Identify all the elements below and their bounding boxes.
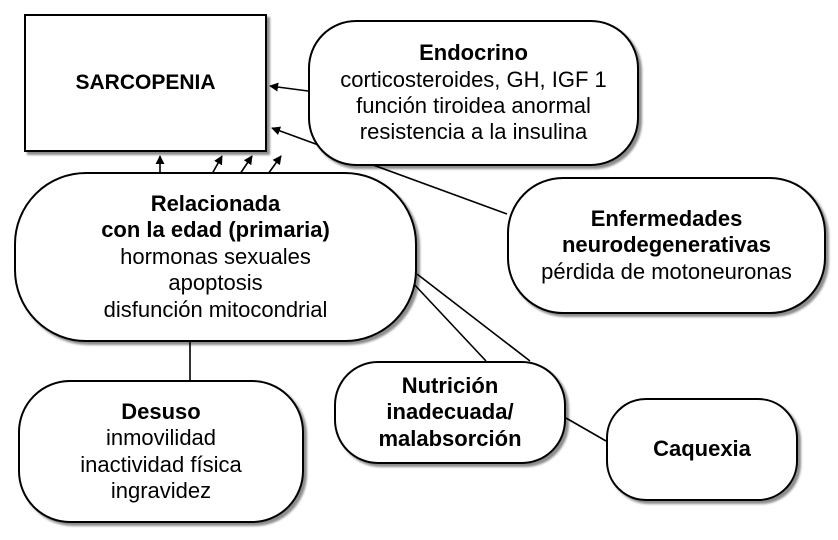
arrow-endocrino-to-sarcopenia (269, 82, 309, 92)
line-nutricion-path (411, 281, 487, 362)
arrow-neuro-to-sarcopenia (271, 126, 508, 215)
edad-title-line: con la edad (primaria) (101, 217, 330, 243)
neuro-factor: pérdida de motoneuronas (541, 258, 792, 284)
edad-title-line: Relacionada (150, 191, 281, 217)
node-sarcopenia: SARCOPENIA (24, 14, 267, 152)
desuso-factor: inmovilidad (105, 425, 217, 451)
node-nutricion: Nutrición inadecuada/ malabsorción (334, 361, 566, 464)
neuro-title-line: neurodegenerativas (561, 232, 772, 258)
node-caquexia: Caquexia (606, 398, 798, 501)
arrow-nutricion-to-sarcopenia (239, 155, 253, 175)
node-endocrino: Endocrino corticosteroides, GH, IGF 1 fu… (308, 20, 639, 166)
neuro-title-line: Enfermedades (590, 205, 743, 231)
desuso-factor: inactividad física (80, 451, 242, 477)
edad-factor: hormonas sexuales (120, 243, 311, 269)
nutricion-title-line: malabsorción (378, 425, 522, 451)
endocrino-factor: resistencia a la insulina (359, 119, 588, 145)
caquexia-title: Caquexia (653, 436, 751, 462)
nutricion-title-line: inadecuada/ (386, 399, 514, 425)
endocrino-factor: corticosteroides, GH, IGF 1 (340, 66, 607, 92)
edad-factor: apoptosis (168, 270, 263, 296)
node-edad-primaria: Relacionada con la edad (primaria) hormo… (14, 172, 417, 342)
arrow-caquexia-to-sarcopenia (267, 155, 282, 175)
arrow-desuso-to-sarcopenia (211, 155, 223, 175)
sarcopenia-title: SARCOPENIA (75, 71, 216, 95)
node-desuso: Desuso inmovilidad inactividad física in… (18, 380, 304, 523)
desuso-title: Desuso (121, 398, 201, 424)
endocrino-title: Endocrino (419, 40, 528, 66)
line-caquexia-path-end (565, 417, 607, 442)
endocrino-factor: función tiroidea anormal (356, 93, 591, 118)
nutricion-title-line: Nutrición (401, 372, 499, 398)
node-enfermedades-neurodegenerativas: Enfermedades neurodegenerativas pérdida … (507, 177, 826, 314)
line-caquexia-path (416, 273, 531, 362)
edad-factor: disfunción mitocondrial (103, 296, 328, 322)
desuso-factor: ingravidez (110, 477, 212, 503)
